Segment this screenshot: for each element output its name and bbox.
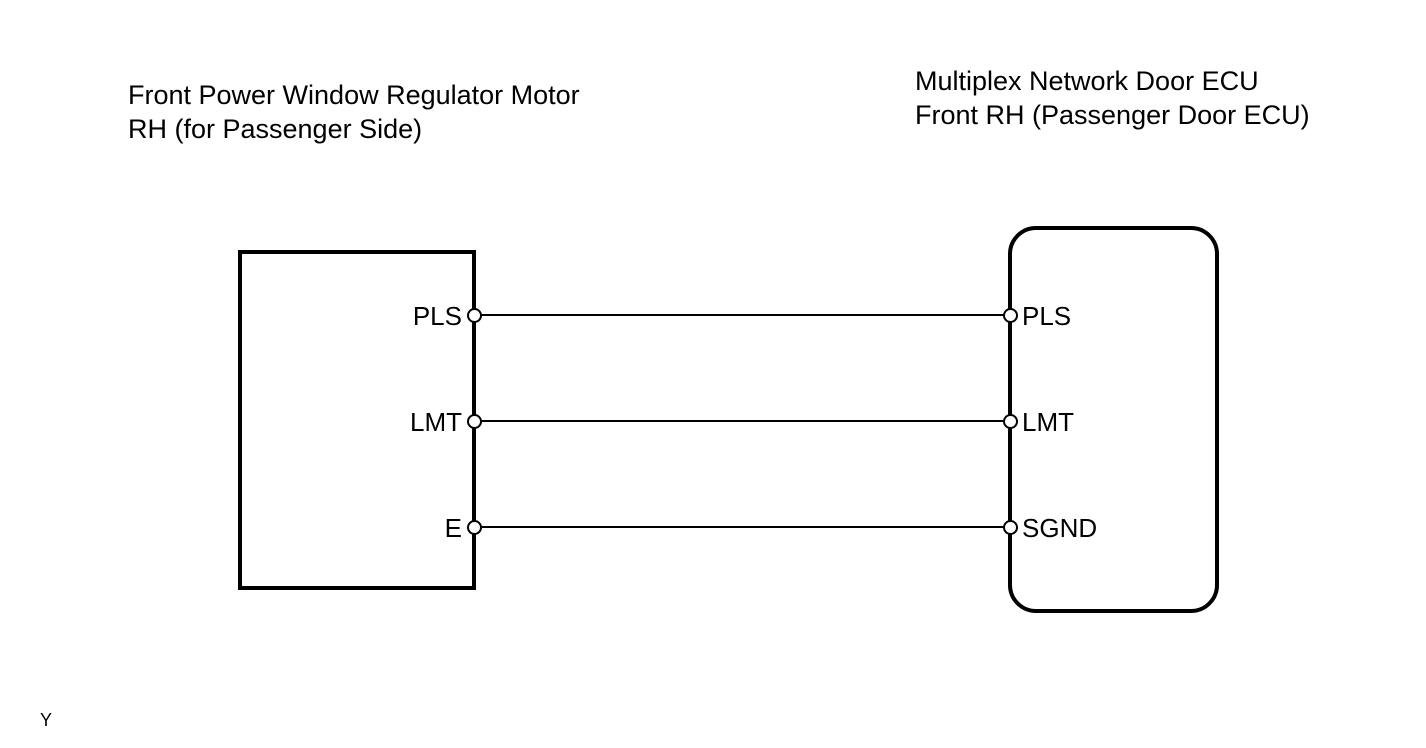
terminal-label-left-pls: PLS [412,301,462,331]
terminal-circle-left-lmt [467,414,482,429]
left-component-box [238,250,476,590]
terminal-circle-right-pls [1003,308,1018,323]
terminal-label-right-pls: PLS [1022,301,1072,331]
terminal-label-left-e: E [444,513,462,543]
terminal-circle-right-lmt [1003,414,1018,429]
terminal-label-left-lmt: LMT [410,407,462,437]
terminal-label-right-lmt: LMT [1022,407,1074,437]
right-component-title: Multiplex Network Door ECU Front RH (Pas… [915,64,1310,132]
left-component-title: Front Power Window Regulator Motor RH (f… [128,78,580,146]
left-component-title-line1: Front Power Window Regulator Motor [128,80,580,110]
wire-lmt-to-lmt [474,420,1010,422]
terminal-label-right-sgnd: SGND [1022,513,1098,543]
terminal-circle-left-e [467,520,482,535]
right-component-title-line1: Multiplex Network Door ECU [915,66,1259,96]
terminal-circle-left-pls [467,308,482,323]
page-marker: Y [40,710,53,730]
wire-pls-to-pls [474,314,1010,316]
left-component-title-line2: RH (for Passenger Side) [128,114,423,144]
wire-e-to-sgnd [474,526,1010,528]
right-component-title-line2: Front RH (Passenger Door ECU) [915,100,1310,130]
terminal-circle-right-sgnd [1003,520,1018,535]
